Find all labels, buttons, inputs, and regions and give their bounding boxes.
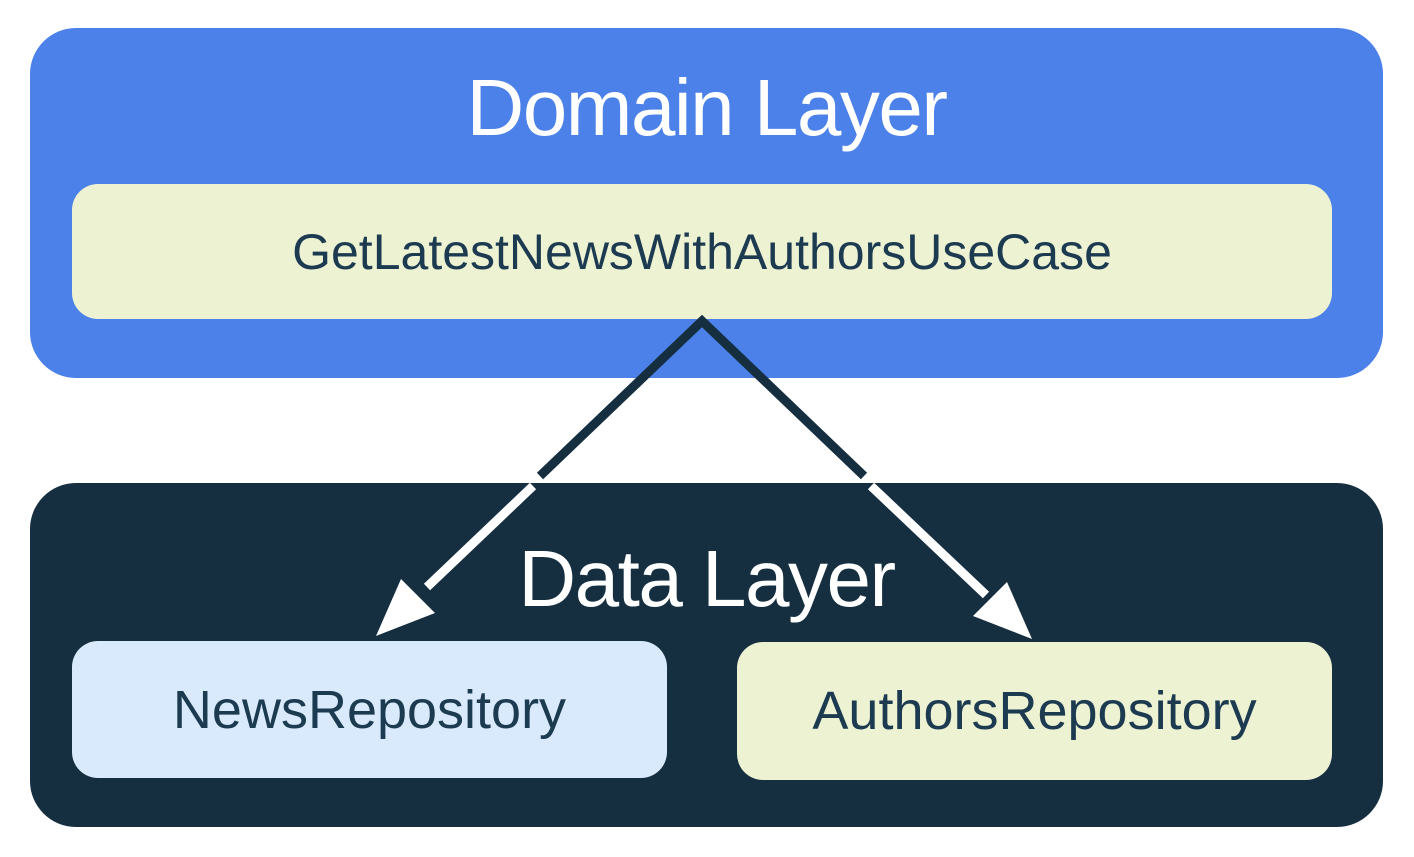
usecase-label: GetLatestNewsWithAuthorsUseCase [292,223,1112,280]
news-repository-box: NewsRepository [72,641,667,778]
data-layer-box: Data Layer NewsRepository AuthorsReposit… [30,483,1383,827]
authors-repository-label: AuthorsRepository [812,681,1257,741]
authors-repository-box: AuthorsRepository [737,642,1332,780]
domain-layer-box: Domain Layer GetLatestNewsWithAuthorsUse… [30,28,1383,378]
news-repository-label: NewsRepository [172,679,567,740]
usecase-box: GetLatestNewsWithAuthorsUseCase [72,184,1332,319]
data-layer-title: Data Layer [518,534,896,623]
domain-layer-title: Domain Layer [466,63,948,152]
